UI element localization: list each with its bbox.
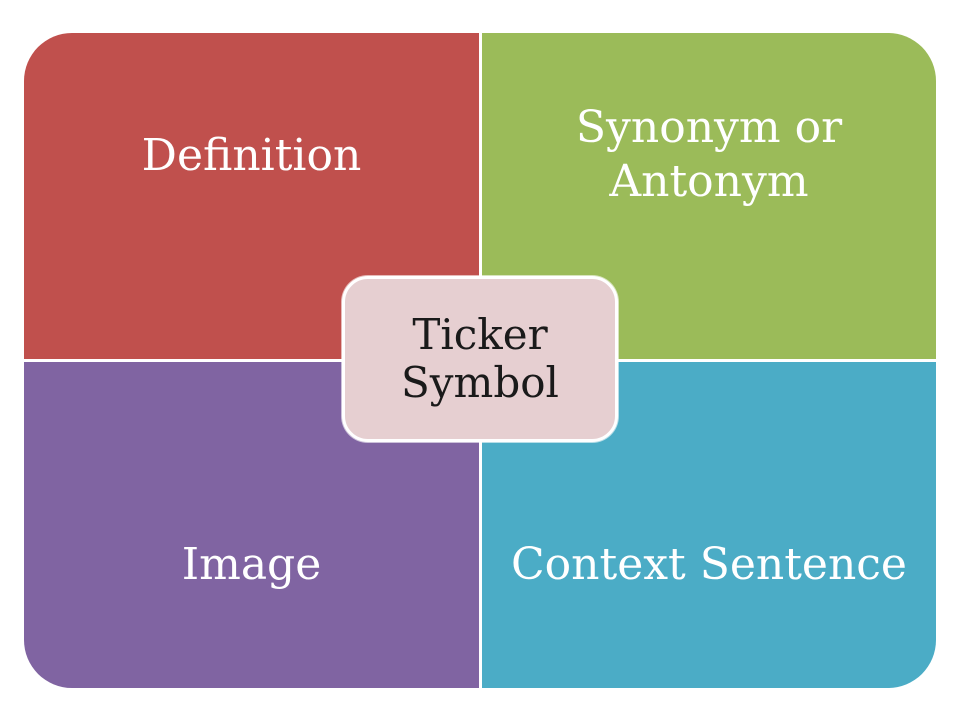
quadrant-image-label: Image [181, 539, 322, 590]
matrix-diagram: Definition Synonym or Antonym Image Cont… [24, 33, 936, 688]
quadrant-definition-label: Definition [141, 130, 362, 181]
center-ticker-symbol-box: Ticker Symbol [342, 276, 618, 442]
quadrant-synonym-antonym-label: Synonym or Antonym [575, 102, 843, 207]
quadrant-context-sentence-label: Context Sentence [511, 539, 907, 590]
center-label: Ticker Symbol [401, 310, 559, 407]
